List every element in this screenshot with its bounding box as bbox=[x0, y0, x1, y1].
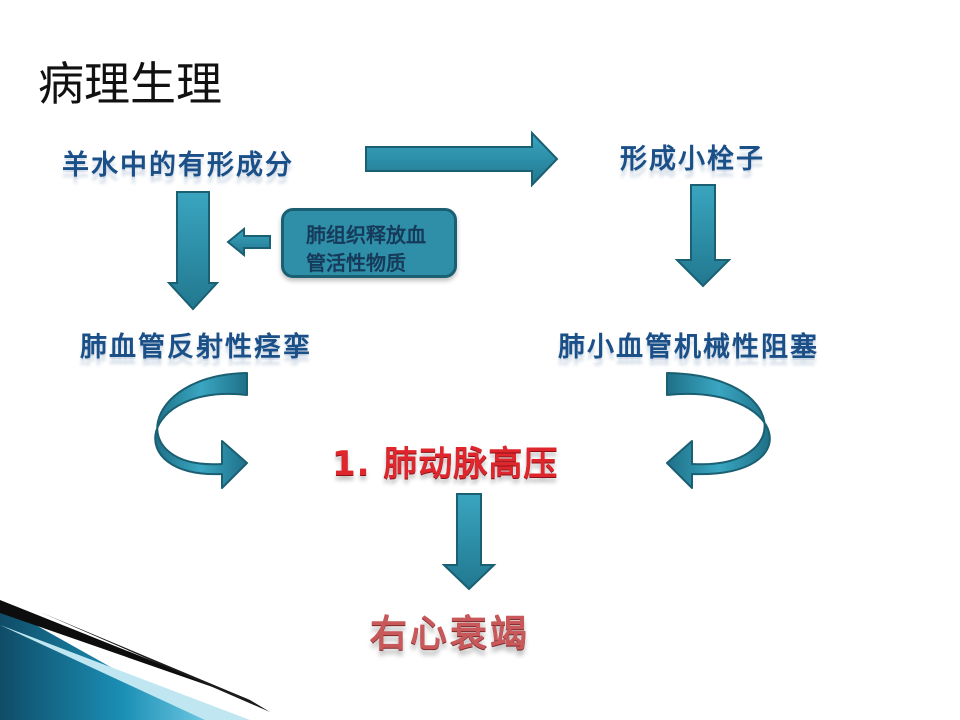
node-small-emboli: 形成小栓子 bbox=[620, 144, 765, 175]
node-right-heart-failure: 右心衰竭 bbox=[370, 612, 530, 655]
page-title: 病理生理 bbox=[38, 57, 222, 111]
arrow-down-bottom bbox=[441, 493, 497, 591]
arrow-down-right bbox=[674, 184, 732, 288]
node-mechanical-obstruction: 肺小血管机械性阻塞 bbox=[558, 332, 819, 363]
vasoactive-box-line-1: 肺组织释放血 bbox=[306, 223, 426, 247]
arrow-down-left bbox=[166, 191, 220, 311]
node-reflex-spasm: 肺血管反射性痉挛 bbox=[80, 332, 312, 363]
decorative-wedge-light bbox=[0, 625, 250, 720]
curved-arrow-right bbox=[666, 372, 771, 489]
arrow-right-top bbox=[365, 130, 559, 188]
curved-arrow-left bbox=[154, 372, 248, 489]
decorative-wedge-black-2 bbox=[40, 612, 270, 712]
node-amniotic-components: 羊水中的有形成分 bbox=[62, 150, 294, 181]
vasoactive-substances-box: 肺组织释放血 管活性物质 bbox=[281, 208, 457, 278]
node-pulmonary-hypertension: 1. 肺动脉高压 bbox=[332, 444, 559, 484]
arrow-left-small bbox=[226, 226, 271, 258]
vasoactive-box-line-2: 管活性物质 bbox=[306, 251, 406, 275]
